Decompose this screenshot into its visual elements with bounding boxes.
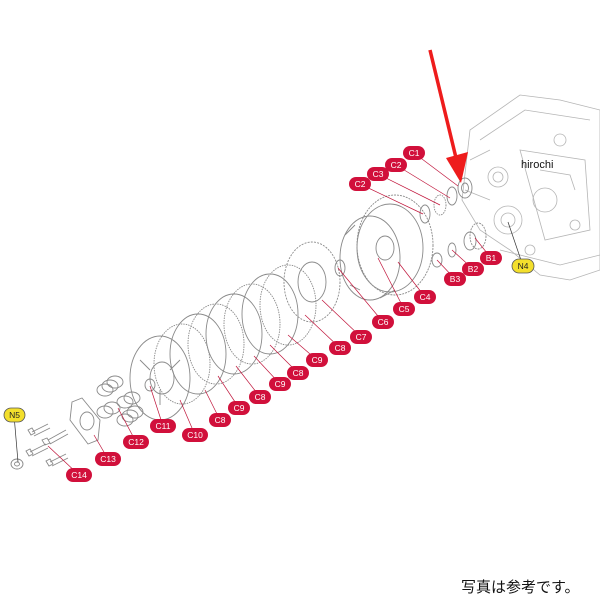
crankcase-drawing <box>461 94 600 281</box>
label-c13: C13 <box>95 452 121 466</box>
svg-text:C2: C2 <box>391 160 402 170</box>
label-c8: C8 <box>209 413 231 427</box>
label-c6: C6 <box>372 315 394 329</box>
label-b3: B3 <box>444 272 466 286</box>
label-c1: C1 <box>403 146 425 160</box>
watermark: hirochi <box>521 159 553 171</box>
label-c8: C8 <box>287 366 309 380</box>
label-c2: C2 <box>385 158 407 172</box>
svg-text:C5: C5 <box>399 304 410 314</box>
svg-text:C13: C13 <box>100 454 116 464</box>
label-c9: C9 <box>306 353 328 367</box>
svg-text:C4: C4 <box>420 292 431 302</box>
svg-text:C9: C9 <box>275 379 286 389</box>
svg-text:C8: C8 <box>255 392 266 402</box>
svg-text:C10: C10 <box>187 430 203 440</box>
svg-text:C7: C7 <box>356 332 367 342</box>
leader-lines <box>13 152 524 476</box>
label-c7: C7 <box>350 330 372 344</box>
label-n5: N5 <box>3 407 26 423</box>
svg-text:C12: C12 <box>128 437 144 447</box>
red-arrow-indicator <box>428 49 468 183</box>
svg-text:C11: C11 <box>156 421 171 431</box>
svg-text:C2: C2 <box>355 179 366 189</box>
label-c9: C9 <box>269 377 291 391</box>
svg-text:C6: C6 <box>378 317 389 327</box>
svg-text:C8: C8 <box>215 415 226 425</box>
svg-text:C8: C8 <box>293 368 304 378</box>
label-c5: C5 <box>393 302 415 316</box>
label-c9: C9 <box>228 401 250 415</box>
label-c2: C2 <box>349 177 371 191</box>
svg-text:C3: C3 <box>373 169 384 179</box>
svg-text:N4: N4 <box>518 261 529 271</box>
svg-text:B2: B2 <box>468 264 479 274</box>
label-b2: B2 <box>462 262 484 276</box>
svg-text:N5: N5 <box>9 410 20 420</box>
svg-text:C9: C9 <box>312 355 323 365</box>
label-c11: C11 <box>150 419 176 433</box>
svg-text:B1: B1 <box>486 253 497 263</box>
label-n4: N4 <box>511 258 535 274</box>
svg-text:B3: B3 <box>450 274 461 284</box>
svg-text:C8: C8 <box>335 343 346 353</box>
svg-text:C1: C1 <box>409 148 420 158</box>
label-c8: C8 <box>249 390 271 404</box>
label-b1: B1 <box>480 251 502 265</box>
reference-photo-caption: 写真は参考です。 <box>461 578 580 596</box>
svg-text:C9: C9 <box>234 403 245 413</box>
parts-drawing <box>10 177 487 470</box>
label-c10: C10 <box>182 428 208 442</box>
label-c8: C8 <box>329 341 351 355</box>
label-c3: C3 <box>367 167 389 181</box>
label-c4: C4 <box>414 290 436 304</box>
label-c14: C14 <box>66 468 92 482</box>
svg-text:C14: C14 <box>71 470 87 480</box>
label-c12: C12 <box>123 435 149 449</box>
